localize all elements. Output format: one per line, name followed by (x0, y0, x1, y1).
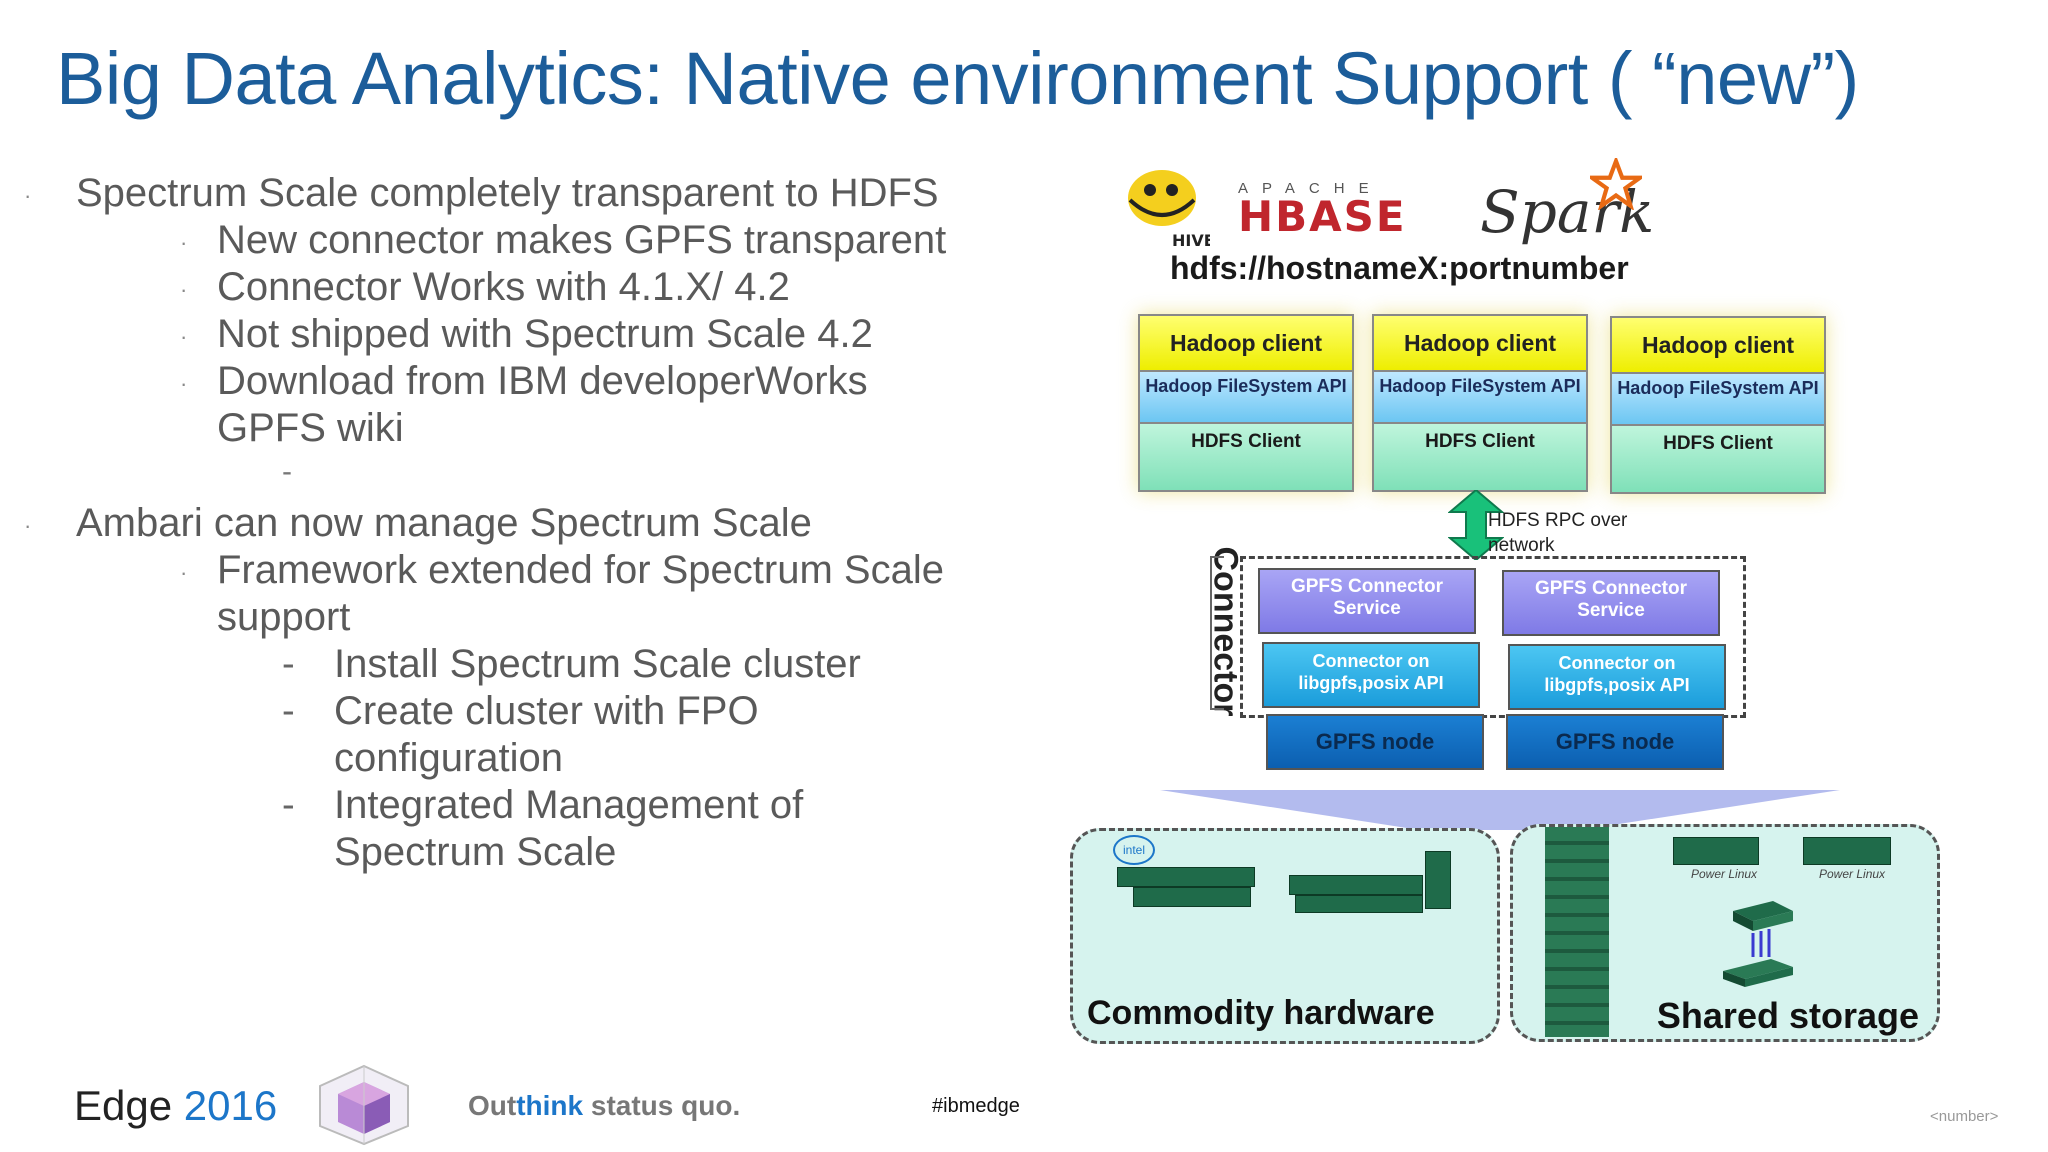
bullet-text: Connector Works with 4.1.X/ 4.2 (217, 265, 790, 309)
power-linux-label: Power Linux (1691, 867, 1758, 881)
hbase-text: HBASE (1238, 192, 1407, 241)
page-number: <number> (1930, 1108, 1999, 1125)
connector-libgpfs-2: Connector on libgpfs,posix API (1508, 644, 1726, 710)
edge-year: 2016 (183, 1082, 278, 1129)
bullet-level2: · New connector makes GPFS transparent (20, 217, 1000, 264)
connector-libgpfs-1: Connector on libgpfs,posix API (1262, 642, 1480, 708)
gpfs-node-2: GPFS node (1506, 714, 1724, 770)
bullet-text: Integrated Management of Spectrum Scale (334, 783, 804, 874)
power-linux-label: Power Linux (1819, 867, 1886, 881)
hashtag: #ibmedge (932, 1095, 1020, 1117)
hadoop-client-box: Hadoop client (1372, 314, 1588, 372)
bullet-text: Ambari can now manage Spectrum Scale (76, 501, 812, 545)
cube-logo-icon (319, 1064, 409, 1146)
slide-title: Big Data Analytics: Native environment S… (56, 37, 1859, 120)
bullet-text: New connector makes GPFS transparent (217, 218, 947, 262)
outthink-tagline: Outthink status quo. (468, 1090, 741, 1121)
gpfs-connector-service-1: GPFS Connector Service (1258, 568, 1476, 634)
bullet-text: Install Spectrum Scale cluster (334, 642, 861, 686)
bullet-text: Spectrum Scale completely transparent to… (76, 171, 939, 215)
hdfs-client-box: HDFS Client (1138, 424, 1354, 492)
hive-logo: HIVE (1128, 170, 1210, 250)
bullet-spacer: - (20, 452, 1000, 500)
bullet-marker: · (24, 513, 32, 538)
shared-storage-label: Shared storage (1656, 995, 1919, 1036)
edge-2016-logo: Edge 2016 (74, 1082, 277, 1130)
bullet-text: Not shipped with Spectrum Scale 4.2 (217, 312, 873, 356)
rpc-label: HDFS RPC over network (1488, 510, 1628, 556)
storage-connector-fan (1160, 790, 1840, 830)
bullet-level2: · Not shipped with Spectrum Scale 4.2 (20, 311, 1000, 358)
dash-marker: - (282, 784, 295, 826)
hadoop-column-3: Hadoop client Hadoop FileSystem API HDFS… (1610, 316, 1826, 494)
hadoop-column-2: Hadoop client Hadoop FileSystem API HDFS… (1372, 314, 1588, 492)
dash-marker: - (282, 690, 295, 732)
server-tower (1425, 851, 1451, 909)
bullet-level3: - Integrated Management of Spectrum Scal… (20, 782, 894, 876)
hdfs-client-box: HDFS Client (1610, 426, 1826, 494)
hbase-apache-text: APACHE (1238, 180, 1383, 197)
server-rack (1133, 887, 1251, 907)
hadoop-fs-api-box: Hadoop FileSystem API (1610, 374, 1826, 426)
edge-text: Edge (74, 1082, 173, 1129)
bullet-text: Download from IBM developerWorks GPFS wi… (217, 359, 868, 450)
network-switch-icon (1723, 901, 1793, 987)
bullet-marker: · (24, 183, 32, 208)
bullet-marker: · (180, 230, 188, 255)
dash-marker: - (282, 455, 292, 488)
connector-group-border (1240, 556, 1746, 718)
hadoop-client-box: Hadoop client (1138, 314, 1354, 372)
hdfs-client-box: HDFS Client (1372, 424, 1588, 492)
storage-rack (1545, 827, 1609, 1037)
dash-marker: - (282, 643, 295, 685)
commodity-hardware-box: intel Commodity hardware (1070, 828, 1500, 1044)
gpfs-connector-service-2: GPFS Connector Service (1502, 570, 1720, 636)
bullet-level2: · Connector Works with 4.1.X/ 4.2 (20, 264, 1000, 311)
hadoop-fs-api-box: Hadoop FileSystem API (1372, 372, 1588, 424)
hbase-logo: APACHE HBASE (1238, 180, 1407, 241)
hdfs-url: hdfs://hostnameX:portnumber (1170, 250, 1629, 286)
bullet-level3: - Create cluster with FPO configuration (20, 688, 814, 782)
bullet-marker: · (180, 277, 188, 302)
bullet-marker: · (180, 324, 188, 349)
server-rack (1289, 875, 1423, 895)
intel-badge: intel (1113, 835, 1155, 865)
bullet-level3: - Install Spectrum Scale cluster (20, 641, 1000, 688)
svg-text:HIVE: HIVE (1172, 231, 1210, 250)
framework-logos: HIVE APACHE HBASE Spark (1120, 150, 1654, 250)
bullet-level1: · Ambari can now manage Spectrum Scale (20, 500, 1000, 547)
gpfs-node-1: GPFS node (1266, 714, 1484, 770)
connector-brace (1210, 556, 1224, 710)
spark-star-icon (1590, 158, 1642, 210)
bullet-level2: · Framework extended for Spectrum Scale … (20, 547, 997, 641)
server-rack (1295, 895, 1423, 913)
power-server (1803, 837, 1891, 865)
hadoop-fs-api-box: Hadoop FileSystem API (1138, 372, 1354, 424)
bullet-list: · Spectrum Scale completely transparent … (20, 170, 1000, 876)
hadoop-client-box: Hadoop client (1610, 316, 1826, 374)
bullet-marker: · (180, 371, 188, 396)
power-server (1673, 837, 1759, 865)
server-rack (1117, 867, 1255, 887)
shared-storage-box: Power Linux Power Linux Shared storage (1510, 824, 1940, 1042)
bullet-text: Framework extended for Spectrum Scale su… (217, 548, 944, 639)
bullet-level2: · Download from IBM developerWorks GPFS … (20, 358, 957, 452)
hadoop-column-1: Hadoop client Hadoop FileSystem API HDFS… (1138, 314, 1354, 492)
bullet-text: Create cluster with FPO configuration (334, 689, 759, 780)
bidirectional-arrow-icon (1448, 490, 1504, 560)
bullet-marker: · (180, 560, 188, 585)
bullet-level1: · Spectrum Scale completely transparent … (20, 170, 1000, 217)
commodity-hardware-label: Commodity hardware (1087, 994, 1435, 1032)
